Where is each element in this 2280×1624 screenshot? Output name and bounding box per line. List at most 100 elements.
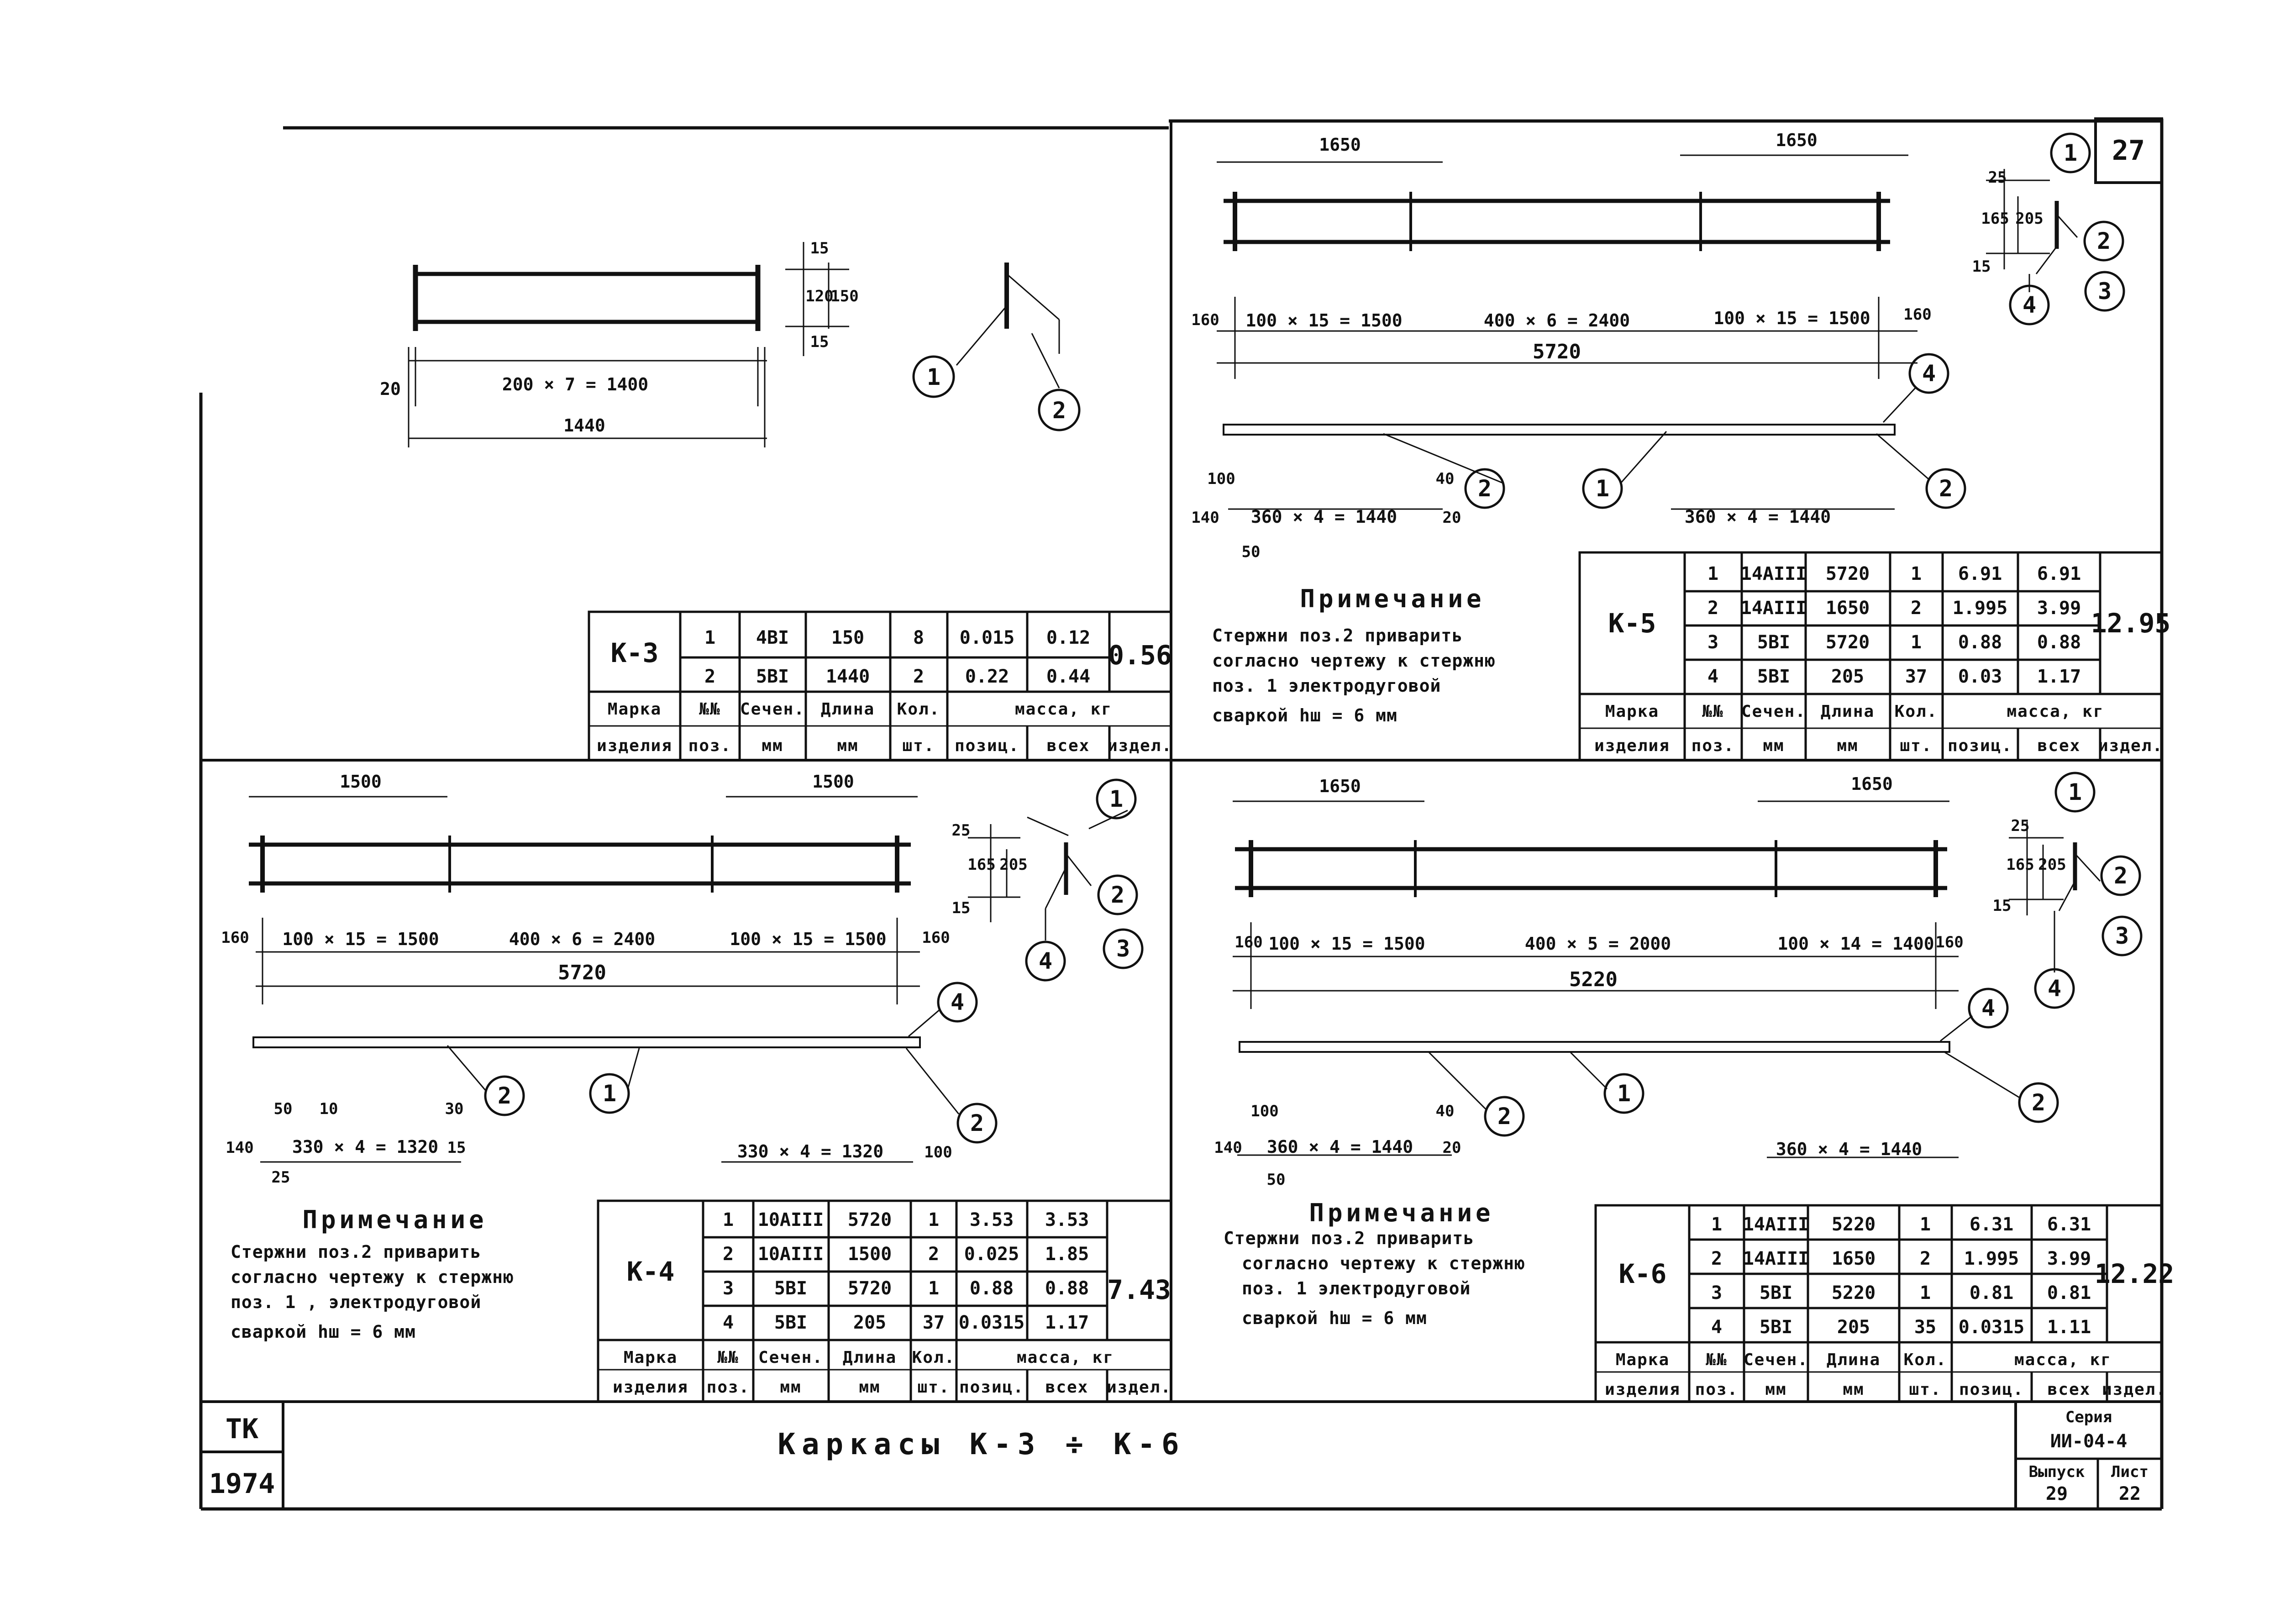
k4-cell-r3-c6: 0.88 xyxy=(1045,1278,1089,1299)
k6-total: 12.22 xyxy=(2095,1258,2175,1289)
k5-dim-seg3: 100 × 15 = 1500 xyxy=(1713,308,1870,328)
k5-total: 12.95 xyxy=(2091,608,2171,639)
k6-cell-r3-c5: 0.81 xyxy=(1970,1282,2013,1303)
k3-hdr-qty2: шт. xyxy=(902,736,935,755)
k5-dim-h1: 25 xyxy=(1988,168,2007,187)
k3-pos-2: 2 xyxy=(1052,397,1066,424)
k5-cell-r4-c4: 37 xyxy=(1905,666,1927,687)
k5-mark: К-5 xyxy=(1608,608,1656,639)
k6-hdr-qty2: шт. xyxy=(1909,1380,1941,1399)
series-value: ИИ-04-4 xyxy=(2050,1431,2128,1452)
k6-dim-40: 40 xyxy=(1436,1102,1455,1120)
k5-drawing: 1650 1650 100 × 15 = 1500 400 × 6 = 2400… xyxy=(1191,130,2125,561)
k6-cell-r2-c5: 1.995 xyxy=(1964,1248,2019,1269)
k4-hdr-len2: мм xyxy=(859,1378,880,1397)
org-code: ТК xyxy=(226,1413,258,1445)
k6-cell-r3-c3: 5220 xyxy=(1832,1282,1875,1303)
k5-cell-r2-c5: 1.995 xyxy=(1953,598,2007,619)
k4-dim-bottom-left: 330 × 4 = 1320 xyxy=(292,1137,438,1157)
k6-cell-r4-c4: 35 xyxy=(1914,1317,1936,1338)
k6-dim-seg3: 100 × 14 = 1400 xyxy=(1777,934,1934,954)
k4-cell-r1-c6: 3.53 xyxy=(1045,1209,1089,1230)
k5-cell-r1-c6: 6.91 xyxy=(2037,563,2081,584)
k6-cell-r4-c6: 1.11 xyxy=(2047,1317,2091,1338)
k4-cell-r2-c1: 2 xyxy=(723,1244,734,1265)
k3-hdr-len2: мм xyxy=(837,736,858,755)
k6-dim-top-right: 1650 xyxy=(1851,774,1893,794)
list-value: 22 xyxy=(2119,1483,2141,1504)
k4-dim-seg3: 100 × 15 = 1500 xyxy=(730,929,886,949)
k6-note-line3: поз. 1 электродуговой xyxy=(1242,1278,1471,1298)
k3-hdr-mass-item: издел. xyxy=(1108,736,1172,755)
k3-hdr-pos: №№ xyxy=(699,700,720,719)
issue-label: Выпуск xyxy=(2029,1463,2085,1481)
k5-hdr-pos: №№ xyxy=(1702,702,1723,721)
k6-cell-r3-c6: 0.81 xyxy=(2047,1282,2091,1303)
k6-cell-r2-c4: 2 xyxy=(1920,1248,1931,1269)
k6-cell-r1-c4: 1 xyxy=(1920,1214,1931,1235)
k5-hdr-sec2: мм xyxy=(1763,736,1784,755)
k3-mark: К-3 xyxy=(611,637,659,668)
issue-value: 29 xyxy=(2046,1483,2068,1504)
k3-hdr-mark2: изделия xyxy=(597,736,672,755)
k4-hdr-mark: Марка xyxy=(624,1348,678,1367)
k3-cell-r2-c2: 5ВI xyxy=(756,666,789,687)
k4-cell-r3-c4: 1 xyxy=(928,1278,939,1299)
k4-dim-total: 5720 xyxy=(558,961,606,984)
k3-hdr-sec2: мм xyxy=(762,736,783,755)
k5-cell-r1-c3: 5720 xyxy=(1826,563,1870,584)
k4-dim-100: 100 xyxy=(924,1143,952,1162)
k4-cell-r3-c3: 5720 xyxy=(848,1278,892,1299)
k3-cell-r2-c1: 2 xyxy=(704,666,715,687)
k3-hdr-mass-pos: позиц. xyxy=(955,736,1019,755)
k3-drawing: 200 × 7 = 1400 1440 20 15 120 150 15 1 2 xyxy=(380,239,1081,447)
k6-cell-r2-c2: 14АIII xyxy=(1743,1248,1809,1269)
k3-hdr-mass: масса, кг xyxy=(1015,700,1112,719)
k4-note-line4: сваркой hш = 6 мм xyxy=(231,1322,416,1342)
k6-hdr-mark: Марка xyxy=(1616,1351,1670,1369)
k6-note-line4: сваркой hш = 6 мм xyxy=(1242,1308,1427,1328)
k3-dim-span: 200 × 7 = 1400 xyxy=(502,374,648,394)
k6-hdr-sec2: мм xyxy=(1765,1380,1786,1399)
k4-cell-r2-c3: 1500 xyxy=(848,1244,892,1265)
k5-hdr-mark2: изделия xyxy=(1594,736,1670,755)
list-label: Лист xyxy=(2111,1463,2149,1481)
k4-hdr-pos2: поз. xyxy=(707,1378,750,1397)
k6-cell-r2-c6: 3.99 xyxy=(2047,1248,2091,1269)
k6-pos-2-sec: 2 xyxy=(2114,862,2128,889)
k3-cell-r1-c3: 150 xyxy=(831,627,864,648)
k4-hdr-qty: Кол. xyxy=(912,1348,956,1367)
k6-hdr-mass-item: издел. xyxy=(2102,1380,2167,1399)
k5-pos-2-sec: 2 xyxy=(2097,228,2111,254)
k3-hdr-sec: Сечен. xyxy=(740,700,805,719)
k4-cell-r2-c6: 1.85 xyxy=(1045,1244,1089,1265)
k4-dim-140: 140 xyxy=(226,1139,253,1157)
k5-hdr-qty2: шт. xyxy=(1900,736,1932,755)
k3-hdr-pos2: поз. xyxy=(688,736,732,755)
k4-note-line3: поз. 1 , электродуговой xyxy=(231,1292,481,1312)
k3-cell-r2-c3: 1440 xyxy=(826,666,870,687)
k6-cell-r1-c2: 14АIII xyxy=(1743,1214,1809,1235)
k4-pos-1: 1 xyxy=(603,1080,616,1107)
k5-pos-3-sec: 3 xyxy=(2098,278,2112,305)
k6-hdr-sec: Сечен. xyxy=(1744,1351,1808,1369)
k4-cell-r1-c1: 1 xyxy=(723,1209,734,1230)
k4-spec-table: К-4 7.43 xyxy=(597,1199,1172,1403)
k6-cell-r4-c1: 4 xyxy=(1711,1317,1722,1338)
k4-dim-h2: 165 xyxy=(967,856,995,874)
k4-cell-r4-c6: 1.17 xyxy=(1045,1312,1089,1333)
k3-dim-end: 20 xyxy=(380,379,401,399)
k5-cell-r1-c4: 1 xyxy=(1911,563,1922,584)
k4-cell-r1-c5: 3.53 xyxy=(970,1209,1014,1230)
k5-hdr-mass-pos: позиц. xyxy=(1948,736,2012,755)
k4-hdr-mass-item: издел. xyxy=(1107,1378,1172,1397)
k4-dim-h4: 15 xyxy=(952,899,971,917)
k4-hdr-mark2: изделия xyxy=(613,1378,688,1397)
k3-hdr-mark: Марка xyxy=(608,700,662,719)
sheet-title: Каркасы К-3 ÷ К-6 xyxy=(778,1428,1185,1461)
k4-pos-2b: 2 xyxy=(970,1110,984,1136)
k6-dim-bottom-left: 360 × 4 = 1440 xyxy=(1267,1137,1413,1157)
k5-pos-2b: 2 xyxy=(1939,475,1953,502)
k3-cell-r1-c2: 4ВI xyxy=(756,627,789,648)
k5-cell-r4-c3: 205 xyxy=(1831,666,1864,687)
